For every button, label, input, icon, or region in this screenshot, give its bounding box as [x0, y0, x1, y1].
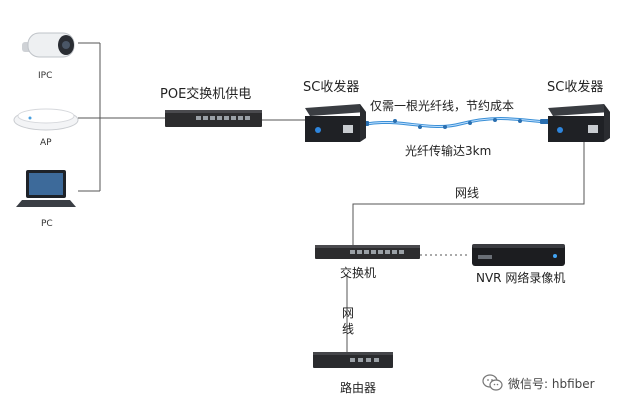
router-device: [313, 352, 393, 368]
access-point: [14, 109, 78, 130]
ipc-label: IPC: [38, 72, 52, 81]
nvr-label: NVR 网络录像机: [476, 272, 565, 284]
ap-label: AP: [40, 139, 52, 148]
switch-device: [315, 245, 420, 259]
cable-label-vertical: 网 线: [342, 305, 354, 337]
fiber-distance: 光纤传输达3km: [405, 145, 491, 157]
cable-label-top: 网线: [455, 187, 479, 199]
fiber-cable: [360, 118, 549, 129]
poe-switch: [165, 110, 262, 127]
ipc-camera: [22, 33, 74, 57]
sc-right-label: SC收发器: [547, 81, 603, 94]
switch-label: 交换机: [340, 267, 376, 279]
poe-switch-label: POE交换机供电: [160, 88, 251, 101]
sc-transceiver-left: [305, 104, 366, 142]
nvr-device: [472, 244, 565, 266]
router-label: 路由器: [340, 382, 376, 394]
watermark: 微信号: hbfiber: [482, 374, 595, 392]
pc-label: PC: [41, 220, 53, 229]
wechat-icon: [482, 374, 504, 392]
fiber-note: 仅需一根光纤线，节约成本: [370, 100, 514, 112]
sc-left-label: SC收发器: [303, 81, 359, 94]
pc-laptop: [16, 170, 76, 207]
sc-transceiver-right: [548, 104, 610, 142]
watermark-text: 微信号: hbfiber: [508, 375, 595, 392]
